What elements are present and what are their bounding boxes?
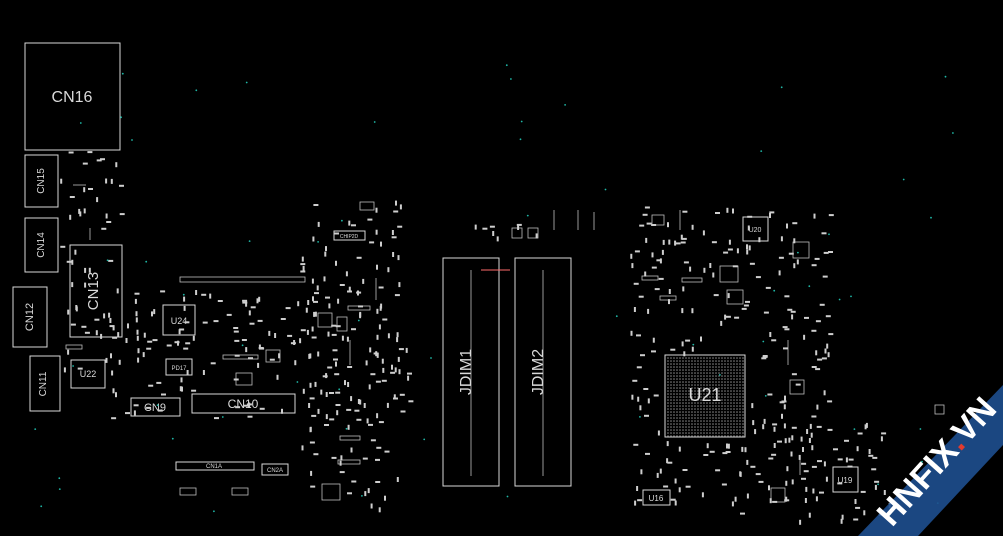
cpu-u21[interactable]: U21 [664, 354, 746, 438]
cn14-label: CN14 [36, 232, 47, 258]
cn2a-label: CN2A [267, 468, 283, 474]
cn1a-label: CN1A [206, 464, 222, 470]
u19-label: U19 [838, 476, 853, 485]
jdim1-label: JDIM1 [458, 349, 475, 395]
misc-components [65, 184, 945, 503]
dimm-slot-jdim2[interactable]: JDIM2 [514, 257, 572, 487]
chip-u24[interactable]: U24 [162, 304, 196, 336]
watermark: HNFIX.VN [858, 385, 1003, 536]
cn15-label: CN15 [36, 168, 47, 194]
long-connector-strip [179, 276, 306, 283]
chip-small-label: CHIP2D [340, 234, 359, 240]
testpoints-layer [34, 64, 954, 513]
cn10-label: CN10 [228, 397, 259, 411]
connector-cn13[interactable]: CN13 [69, 244, 123, 338]
cn16-label: CN16 [52, 89, 93, 106]
chip-u22[interactable]: U22 [70, 359, 106, 389]
component-pd17[interactable]: PD17 [165, 358, 193, 376]
chip-u16[interactable]: U16 [642, 489, 671, 506]
u16-label: U16 [649, 494, 664, 503]
connector-cn2a[interactable]: CN2A [261, 463, 289, 476]
connector-cn10[interactable]: CN10 [191, 393, 296, 414]
u24-label: U24 [171, 316, 188, 326]
pd17-label: PD17 [171, 366, 187, 372]
cn13-label: CN13 [85, 272, 102, 310]
chip-u20[interactable]: U20 [742, 216, 769, 242]
connector-cn9[interactable]: CN9 [130, 397, 181, 417]
cn11-label: CN11 [38, 371, 49, 396]
component-chip-small[interactable]: CHIP2D [333, 230, 366, 241]
dimm-slot-jdim1[interactable]: JDIM1 [442, 257, 510, 487]
connector-cn1a[interactable]: CN1A [175, 461, 255, 471]
watermark-band [858, 385, 1003, 536]
chip-u19[interactable]: U19 [832, 466, 859, 493]
connector-cn14[interactable]: CN14 [24, 217, 59, 273]
pads-layer [60, 151, 891, 525]
connector-cn11[interactable]: CN11 [29, 355, 61, 412]
connector-cn15[interactable]: CN15 [24, 154, 59, 208]
u22-label: U22 [80, 369, 97, 379]
cn12-label: CN12 [24, 303, 36, 331]
jdim2-label: JDIM2 [530, 349, 547, 395]
connector-cn16[interactable]: CN16 [24, 42, 121, 151]
connector-cn12[interactable]: CN12 [12, 286, 48, 348]
u21-label: U21 [688, 385, 721, 405]
u20-label: U20 [749, 227, 762, 234]
bga-grid [667, 357, 744, 437]
